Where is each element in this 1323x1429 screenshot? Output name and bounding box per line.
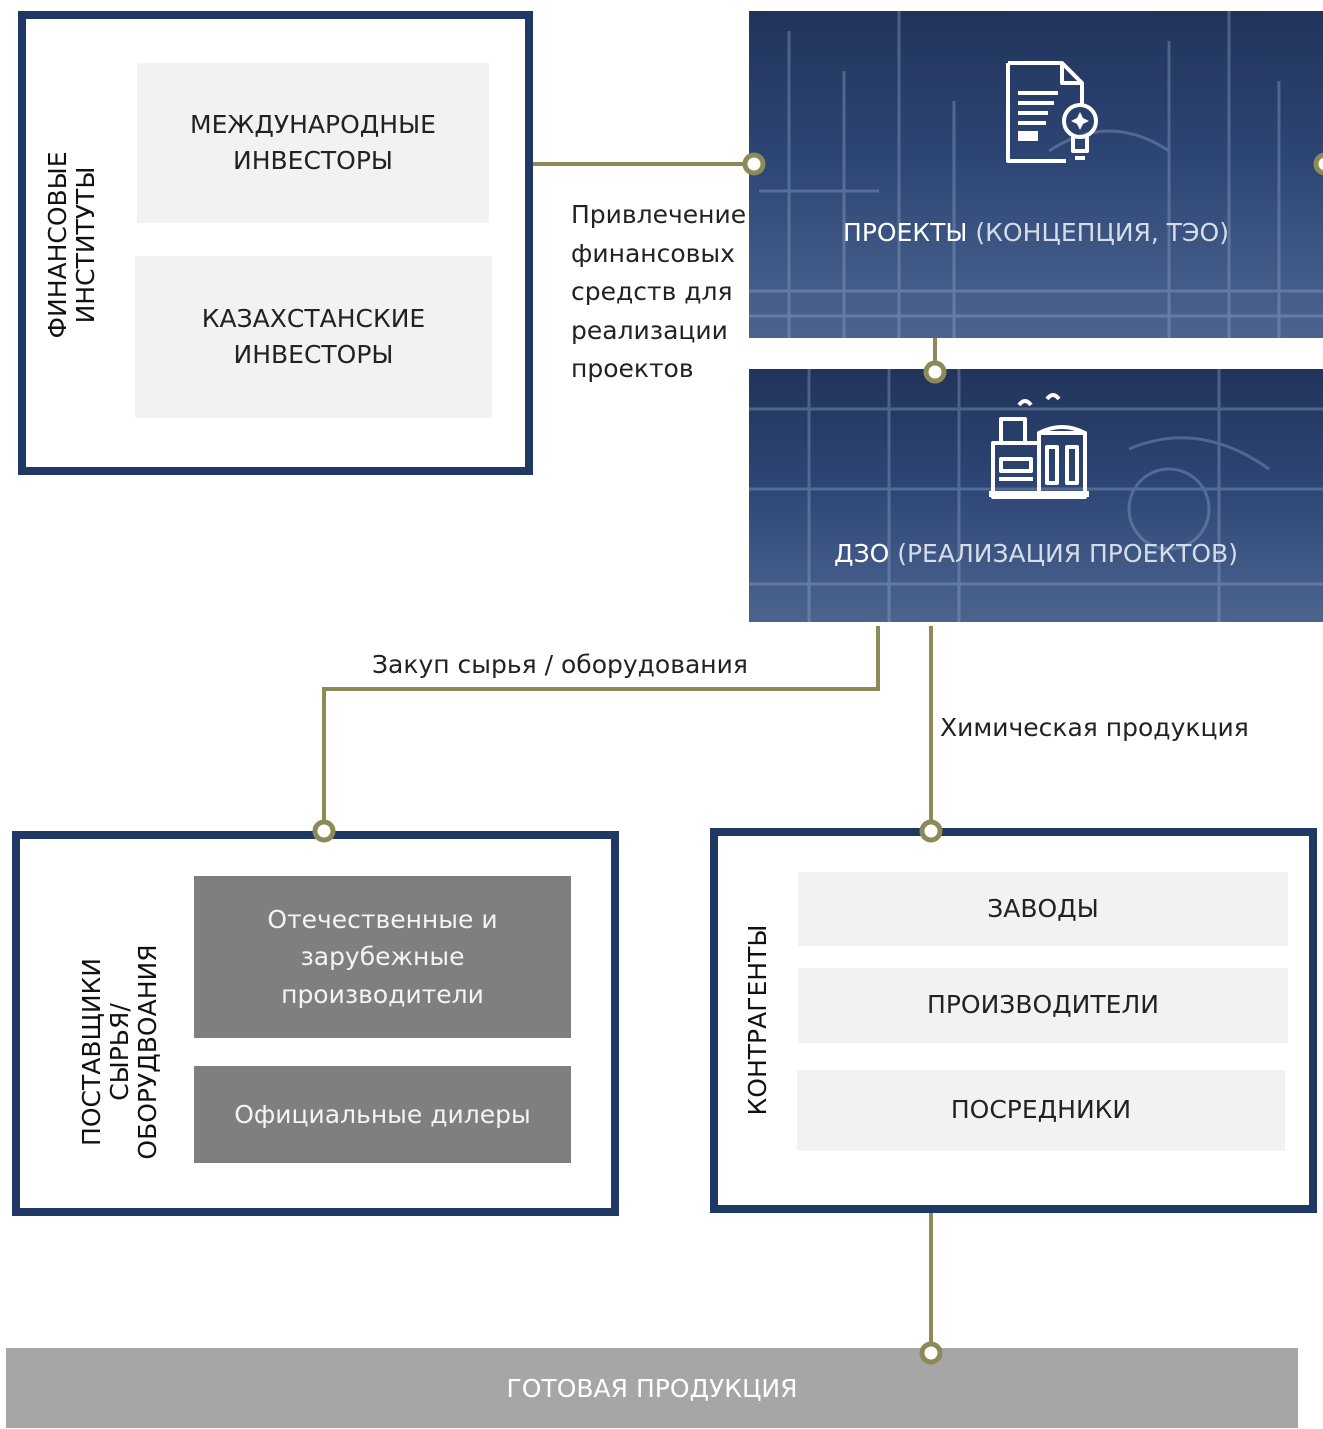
chemical-products-caption: Химическая продукция (940, 713, 1249, 742)
dzo-title-main: ДЗО (834, 539, 890, 568)
finished-products-bar: ГОТОВАЯ ПРОДУКЦИЯ (6, 1348, 1298, 1428)
dot-dzo-top (923, 360, 947, 384)
official-dealers-box: Официальные дилеры (194, 1066, 571, 1163)
international-investors-box: МЕЖДУНАРОДНЫЕ ИНВЕСТОРЫ (137, 63, 489, 223)
finished-products-label: ГОТОВАЯ ПРОДУКЦИЯ (506, 1373, 798, 1403)
projects-panel: ПРОЕКТЫ (КОНЦЕПЦИЯ, ТЭО) (749, 11, 1323, 338)
dzo-title-sub: (РЕАЛИЗАЦИЯ ПРОЕКТОВ) (889, 539, 1238, 568)
dot-output-top (919, 1341, 943, 1365)
projects-background-pattern (749, 11, 1323, 338)
dot-suppliers-top (312, 819, 336, 843)
dzo-background-pattern (749, 369, 1323, 622)
dzo-title: ДЗО (РЕАЛИЗАЦИЯ ПРОЕКТОВ) (749, 539, 1323, 568)
connector-dzo-suppliers (322, 626, 880, 831)
kazakh-investors-box: КАЗАХСТАНСКИЕ ИНВЕСТОРЫ (135, 256, 492, 418)
projects-title: ПРОЕКТЫ (КОНЦЕПЦИЯ, ТЭО) (749, 218, 1323, 247)
producers-box: ПРОИЗВОДИТЕЛИ (798, 968, 1288, 1043)
document-lightbulb-icon (1004, 59, 1104, 167)
projects-title-sub: (КОНЦЕПЦИЯ, ТЭО) (967, 218, 1229, 247)
dot-projects-left (742, 152, 766, 176)
plants-box: ЗАВОДЫ (798, 872, 1288, 946)
financing-caption: Привлечение финансовых средств для реали… (571, 200, 747, 383)
procurement-caption: Закуп сырья / оборудования (372, 650, 748, 679)
dot-projects-right (1313, 152, 1323, 176)
dzo-panel: ДЗО (РЕАЛИЗАЦИЯ ПРОЕКТОВ) (749, 369, 1323, 622)
projects-title-main: ПРОЕКТЫ (843, 218, 968, 247)
dot-counterparties-top (919, 819, 943, 843)
domestic-foreign-producers-box: Отечественные и зарубежные производители (194, 876, 571, 1038)
factory-icon (989, 393, 1089, 501)
intermediaries-box: ПОСРЕДНИКИ (797, 1070, 1285, 1151)
